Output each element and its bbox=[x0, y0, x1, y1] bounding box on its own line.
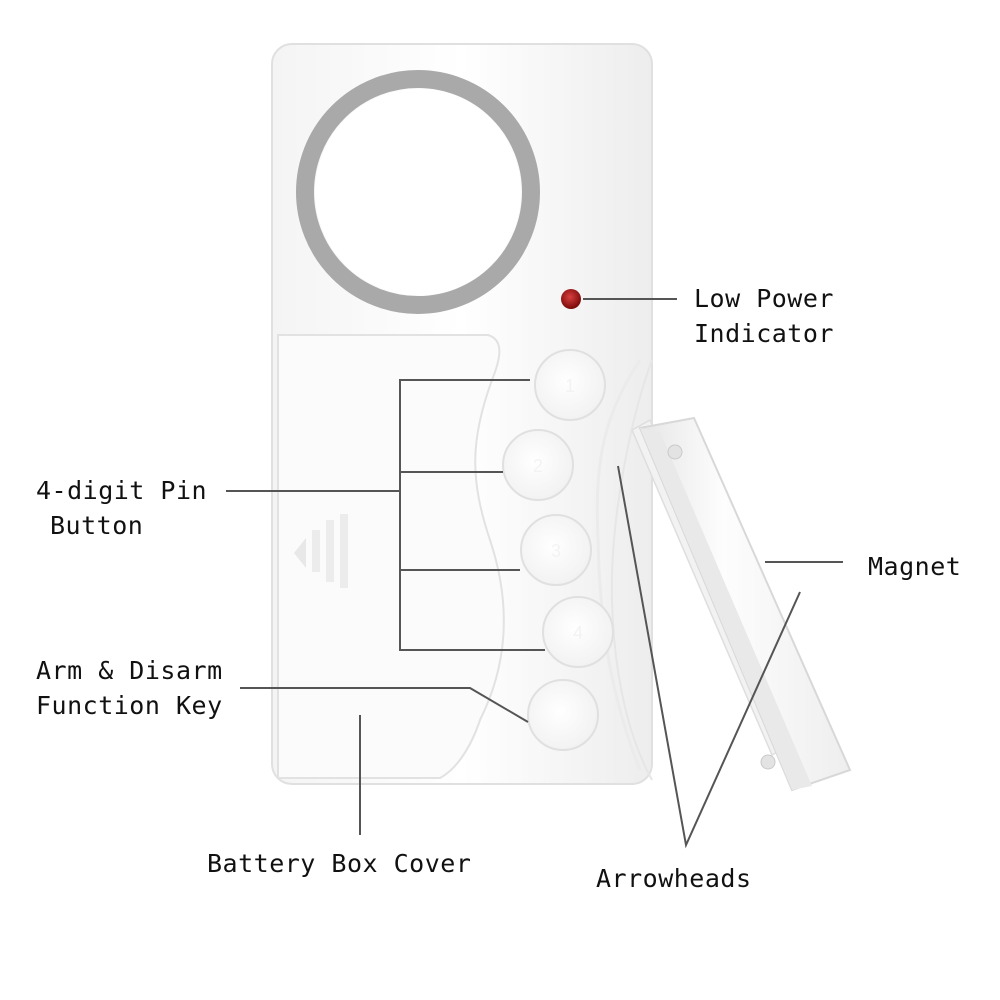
magnet-label: Magnet bbox=[868, 552, 962, 581]
leader-arm-disarm bbox=[240, 687, 529, 723]
magnet bbox=[631, 416, 852, 792]
speaker-grille bbox=[315, 89, 521, 295]
keypad-groove bbox=[595, 359, 642, 771]
arm-disarm-button[interactable] bbox=[527, 679, 599, 751]
pin-button-4-digit: 4 bbox=[573, 623, 583, 643]
pin-button-1-digit: 1 bbox=[565, 376, 575, 396]
arrowheads-label: Arrowheads bbox=[596, 864, 752, 893]
pin-button-4[interactable]: 4 bbox=[542, 596, 614, 668]
leader-arrowheads bbox=[617, 465, 801, 849]
low-power-led bbox=[561, 289, 581, 309]
battery-box-cover bbox=[277, 334, 505, 779]
magnet-screw-hole-bottom bbox=[760, 754, 776, 770]
speaker-ring bbox=[296, 70, 540, 314]
leader-pin-bracket bbox=[399, 379, 545, 651]
leader-lines bbox=[226, 298, 843, 849]
arm-disarm-label-line1: Arm & Disarm bbox=[36, 656, 223, 685]
alarm-housing-right-edge bbox=[610, 359, 653, 781]
low-power-indicator-label-line2: Indicator bbox=[694, 319, 834, 348]
pin-button-3-digit: 3 bbox=[551, 541, 561, 561]
keypad: 1 2 3 4 bbox=[502, 349, 614, 751]
battery-box-cover-label: Battery Box Cover bbox=[207, 849, 472, 878]
pin-button-label-line1: 4-digit Pin bbox=[36, 476, 208, 505]
pin-button-2[interactable]: 2 bbox=[502, 429, 574, 501]
pin-button-1[interactable]: 1 bbox=[534, 349, 606, 421]
pin-button-label-line2: Button bbox=[50, 511, 144, 540]
low-power-indicator-label-line1: Low Power bbox=[694, 284, 834, 313]
magnet-edge bbox=[640, 428, 812, 790]
pin-button-3[interactable]: 3 bbox=[520, 514, 592, 586]
magnet-screw-hole-top bbox=[667, 444, 683, 460]
alarm-body bbox=[271, 43, 653, 785]
arm-disarm-label-line2: Function Key bbox=[36, 691, 223, 720]
pin-button-2-digit: 2 bbox=[533, 456, 543, 476]
battery-cover-slide-arrow-icon bbox=[294, 514, 348, 588]
